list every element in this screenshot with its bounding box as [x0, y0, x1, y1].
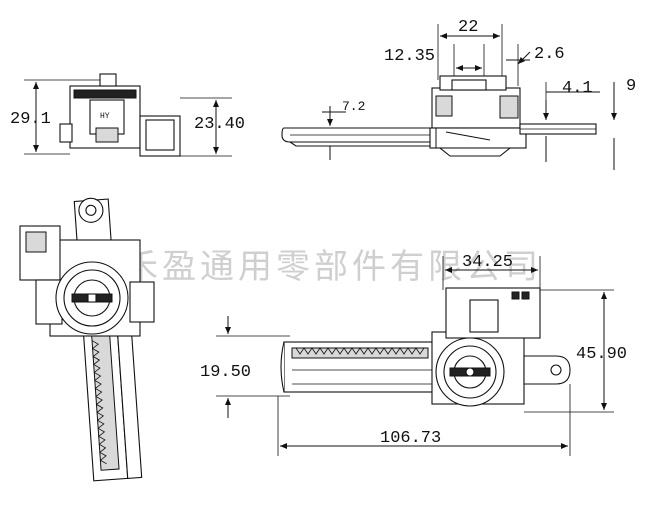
dim-29-1: 29.1 [10, 110, 51, 129]
dim-12-35: 12.35 [384, 47, 435, 66]
dim-19-50: 19.50 [200, 363, 251, 382]
dim-45-90: 45.90 [576, 345, 627, 364]
view-plan: 34.25 45.90 19.50 [200, 253, 627, 456]
dim-4-1: 4.1 [562, 79, 593, 98]
view-angled [19, 197, 155, 482]
logo-mark: HY [100, 112, 110, 121]
dim-2-6: 2.6 [534, 45, 565, 64]
dim-9: 9 [626, 77, 636, 96]
dim-23-40: 23.40 [194, 115, 245, 134]
dim-106-73: 106.73 [380, 429, 441, 448]
view-front-small: 29.1 HY 23.40 [10, 73, 245, 157]
view-side: 22 12.35 2.6 7.2 [281, 18, 636, 170]
dim-34-25: 34.25 [462, 253, 513, 272]
dim-22: 22 [458, 18, 478, 37]
dim-7-2: 7.2 [342, 99, 365, 114]
